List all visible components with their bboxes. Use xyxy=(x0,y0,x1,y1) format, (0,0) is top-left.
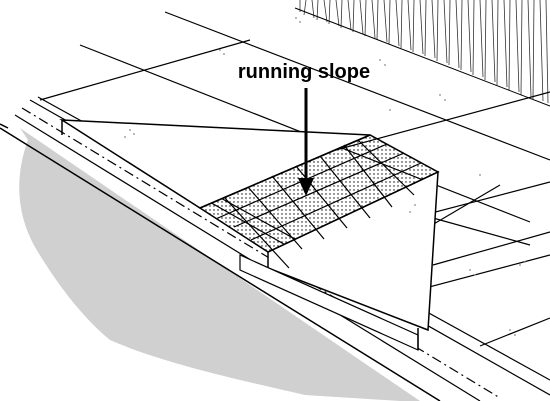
sidewalk-stipple xyxy=(124,17,526,336)
running-slope-label: running slope xyxy=(238,61,370,83)
sidewalk-joints xyxy=(39,11,550,347)
grass-strip xyxy=(299,0,549,104)
grass-edge xyxy=(294,7,550,107)
callout-arrow-head xyxy=(298,178,314,196)
